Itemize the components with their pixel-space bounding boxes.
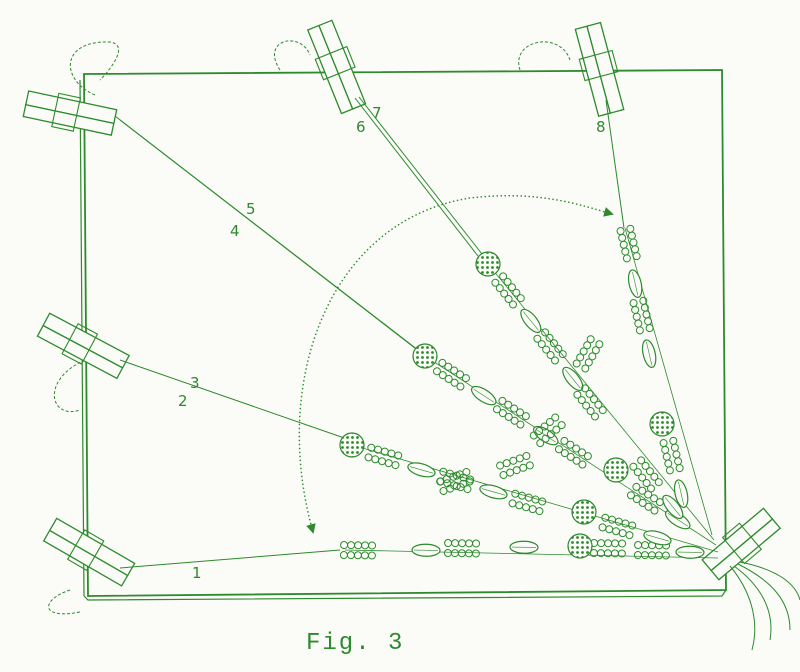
label-cord-1: 1 [192,564,202,582]
label-cord-6: 6 [356,118,366,136]
figure-caption: Fig. 3 [306,630,405,657]
label-cord-8: 8 [596,118,606,136]
clip-bottom-left [42,517,136,587]
clip-top-left [22,90,118,136]
clip-bottom-right [701,507,782,581]
label-cord-7: 7 [372,104,382,122]
label-cord-3: 3 [190,374,200,392]
rotation-arrow [298,195,614,534]
thread-loops [48,40,571,615]
threads [114,96,625,569]
loose-ends [729,561,800,651]
clip-left-middle [36,312,131,380]
board [79,69,727,601]
label-cord-5: 5 [246,200,256,218]
clip-top-right [574,21,625,118]
label-cord-2: 2 [178,392,188,410]
label-cord-4: 4 [230,222,240,240]
clip-top-middle [306,19,367,115]
bead-strands [339,224,719,560]
